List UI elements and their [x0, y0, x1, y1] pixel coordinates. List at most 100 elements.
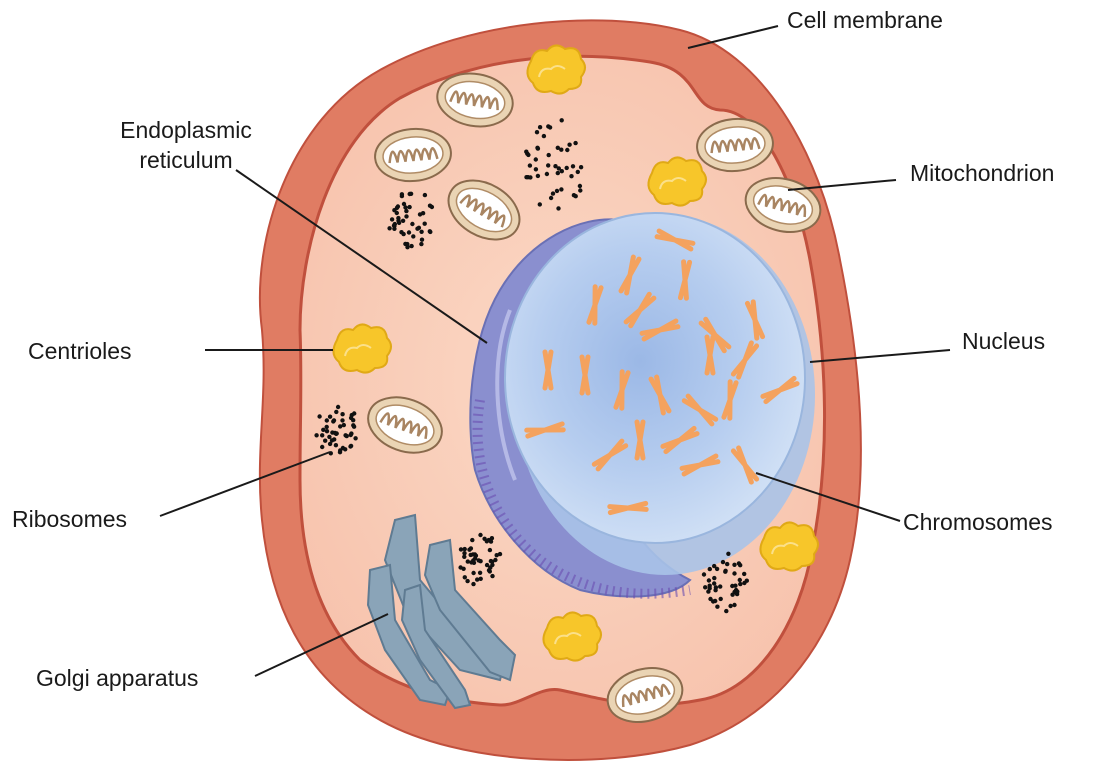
label-centrioles: Centrioles — [28, 338, 132, 364]
ribosome-dot — [396, 204, 400, 208]
ribosome-dot — [423, 222, 427, 226]
ribosome-dot — [401, 232, 405, 236]
ribosome-dot — [738, 582, 742, 586]
ribosome-dot — [547, 153, 551, 157]
ribosome-dot — [487, 568, 491, 572]
ribosome-dot — [471, 571, 475, 575]
ribosome-dot — [471, 558, 475, 562]
ribosome-dot — [332, 437, 336, 441]
ribosome-dot — [489, 539, 493, 543]
ribosome-dot — [573, 141, 577, 145]
ribosome-dot — [490, 574, 494, 578]
ribosome-dot — [706, 589, 710, 593]
ribosome-dot — [410, 222, 414, 226]
ribosome-dot — [351, 423, 355, 427]
label-chromosomes: Chromosomes — [903, 509, 1053, 535]
ribosome-dot — [340, 412, 344, 416]
ribosome-dot — [465, 579, 469, 583]
ribosome-dot — [742, 572, 746, 576]
ribosome-dot — [471, 582, 475, 586]
ribosome-dot — [715, 605, 719, 609]
ribosome-dot — [478, 533, 482, 537]
ribosome-dot — [565, 148, 569, 152]
ribosome-dot — [405, 245, 409, 249]
ribosome-dot — [534, 157, 538, 161]
ribosome-dot — [730, 584, 734, 588]
ribosome-dot — [713, 599, 717, 603]
ribosome-dot — [719, 597, 723, 601]
ribosome-dot — [738, 563, 742, 567]
ribosome-dot — [348, 444, 352, 448]
ribosome-dot — [404, 214, 408, 218]
ribosome-dot — [407, 230, 411, 234]
ribosome-dot — [565, 166, 569, 170]
ribosome-dot — [724, 609, 728, 613]
ribosome-dot — [423, 193, 427, 197]
ribosome-dot — [328, 415, 332, 419]
ribosome-dot — [343, 447, 347, 451]
ribosome-dot — [353, 436, 357, 440]
ribosome-dot — [556, 171, 560, 175]
ribosome-dot — [407, 205, 411, 209]
label-mitochondrion: Mitochondrion — [910, 160, 1054, 186]
ribosome-dot — [578, 184, 582, 188]
ribosome-dot — [524, 175, 528, 179]
ribosome-dot — [479, 577, 483, 581]
label-nucleus: Nucleus — [962, 328, 1045, 354]
ribosome-dot — [707, 578, 711, 582]
ribosome-dot — [535, 130, 539, 134]
ribosome-dot — [419, 230, 423, 234]
ribosome-dot — [551, 191, 555, 195]
ribosome-dot — [567, 143, 571, 147]
ribosome-dot — [725, 562, 729, 566]
ribosome-dot — [400, 192, 404, 196]
ribosome-dot — [713, 588, 717, 592]
ribosome-dot — [485, 539, 489, 543]
ribosome-dot — [327, 435, 331, 439]
ribosome-dot — [401, 219, 405, 223]
ribosome-dot — [470, 538, 474, 542]
ribosome-dot — [535, 146, 539, 150]
ribosome-dot — [415, 227, 419, 231]
ribosome-dot — [408, 192, 412, 196]
ribosome-dot — [712, 576, 716, 580]
ribosome-dot — [421, 211, 425, 215]
ribosome-dot — [402, 202, 406, 206]
ribosome-dot — [560, 169, 564, 173]
ribosome-dot — [735, 589, 739, 593]
ribosome-dot — [534, 167, 538, 171]
ribosome-dot — [325, 429, 329, 433]
ribosome-dot — [559, 187, 563, 191]
ribosome-dot — [317, 414, 321, 418]
ribosome-dot — [395, 211, 399, 215]
ribosome-dot — [333, 431, 337, 435]
ribosome-dot — [409, 244, 413, 248]
ribosome-dot — [396, 219, 400, 223]
ribosome-dot — [351, 418, 355, 422]
ribosome-dot — [387, 226, 391, 230]
ribosome-dot — [325, 418, 329, 422]
ribosome-dot — [538, 202, 542, 206]
ribosome-dot — [712, 581, 716, 585]
ribosome-dot — [345, 434, 349, 438]
ribosome-dot — [528, 175, 532, 179]
ribosome-dot — [732, 563, 736, 567]
ribosome-dot — [703, 585, 707, 589]
ribosome-dot — [320, 433, 324, 437]
ribosome-dot — [338, 424, 342, 428]
ribosome-dot — [340, 418, 344, 422]
ribosome-dot — [466, 559, 470, 563]
ribosome-dot — [459, 547, 463, 551]
ribosome-dot — [332, 418, 336, 422]
ribosome-dot — [732, 603, 736, 607]
ribosome-dot — [536, 174, 540, 178]
ribosome-dot — [576, 170, 580, 174]
ribosome-dot — [538, 125, 542, 129]
ribosome-dot — [428, 204, 432, 208]
label-ribosomes: Ribosomes — [12, 506, 127, 532]
ribosome-dot — [546, 163, 550, 167]
ribosome-dot — [549, 196, 553, 200]
label-cell-membrane: Cell membrane — [787, 7, 943, 33]
ribosome-dot — [708, 567, 712, 571]
ribosome-dot — [349, 431, 353, 435]
